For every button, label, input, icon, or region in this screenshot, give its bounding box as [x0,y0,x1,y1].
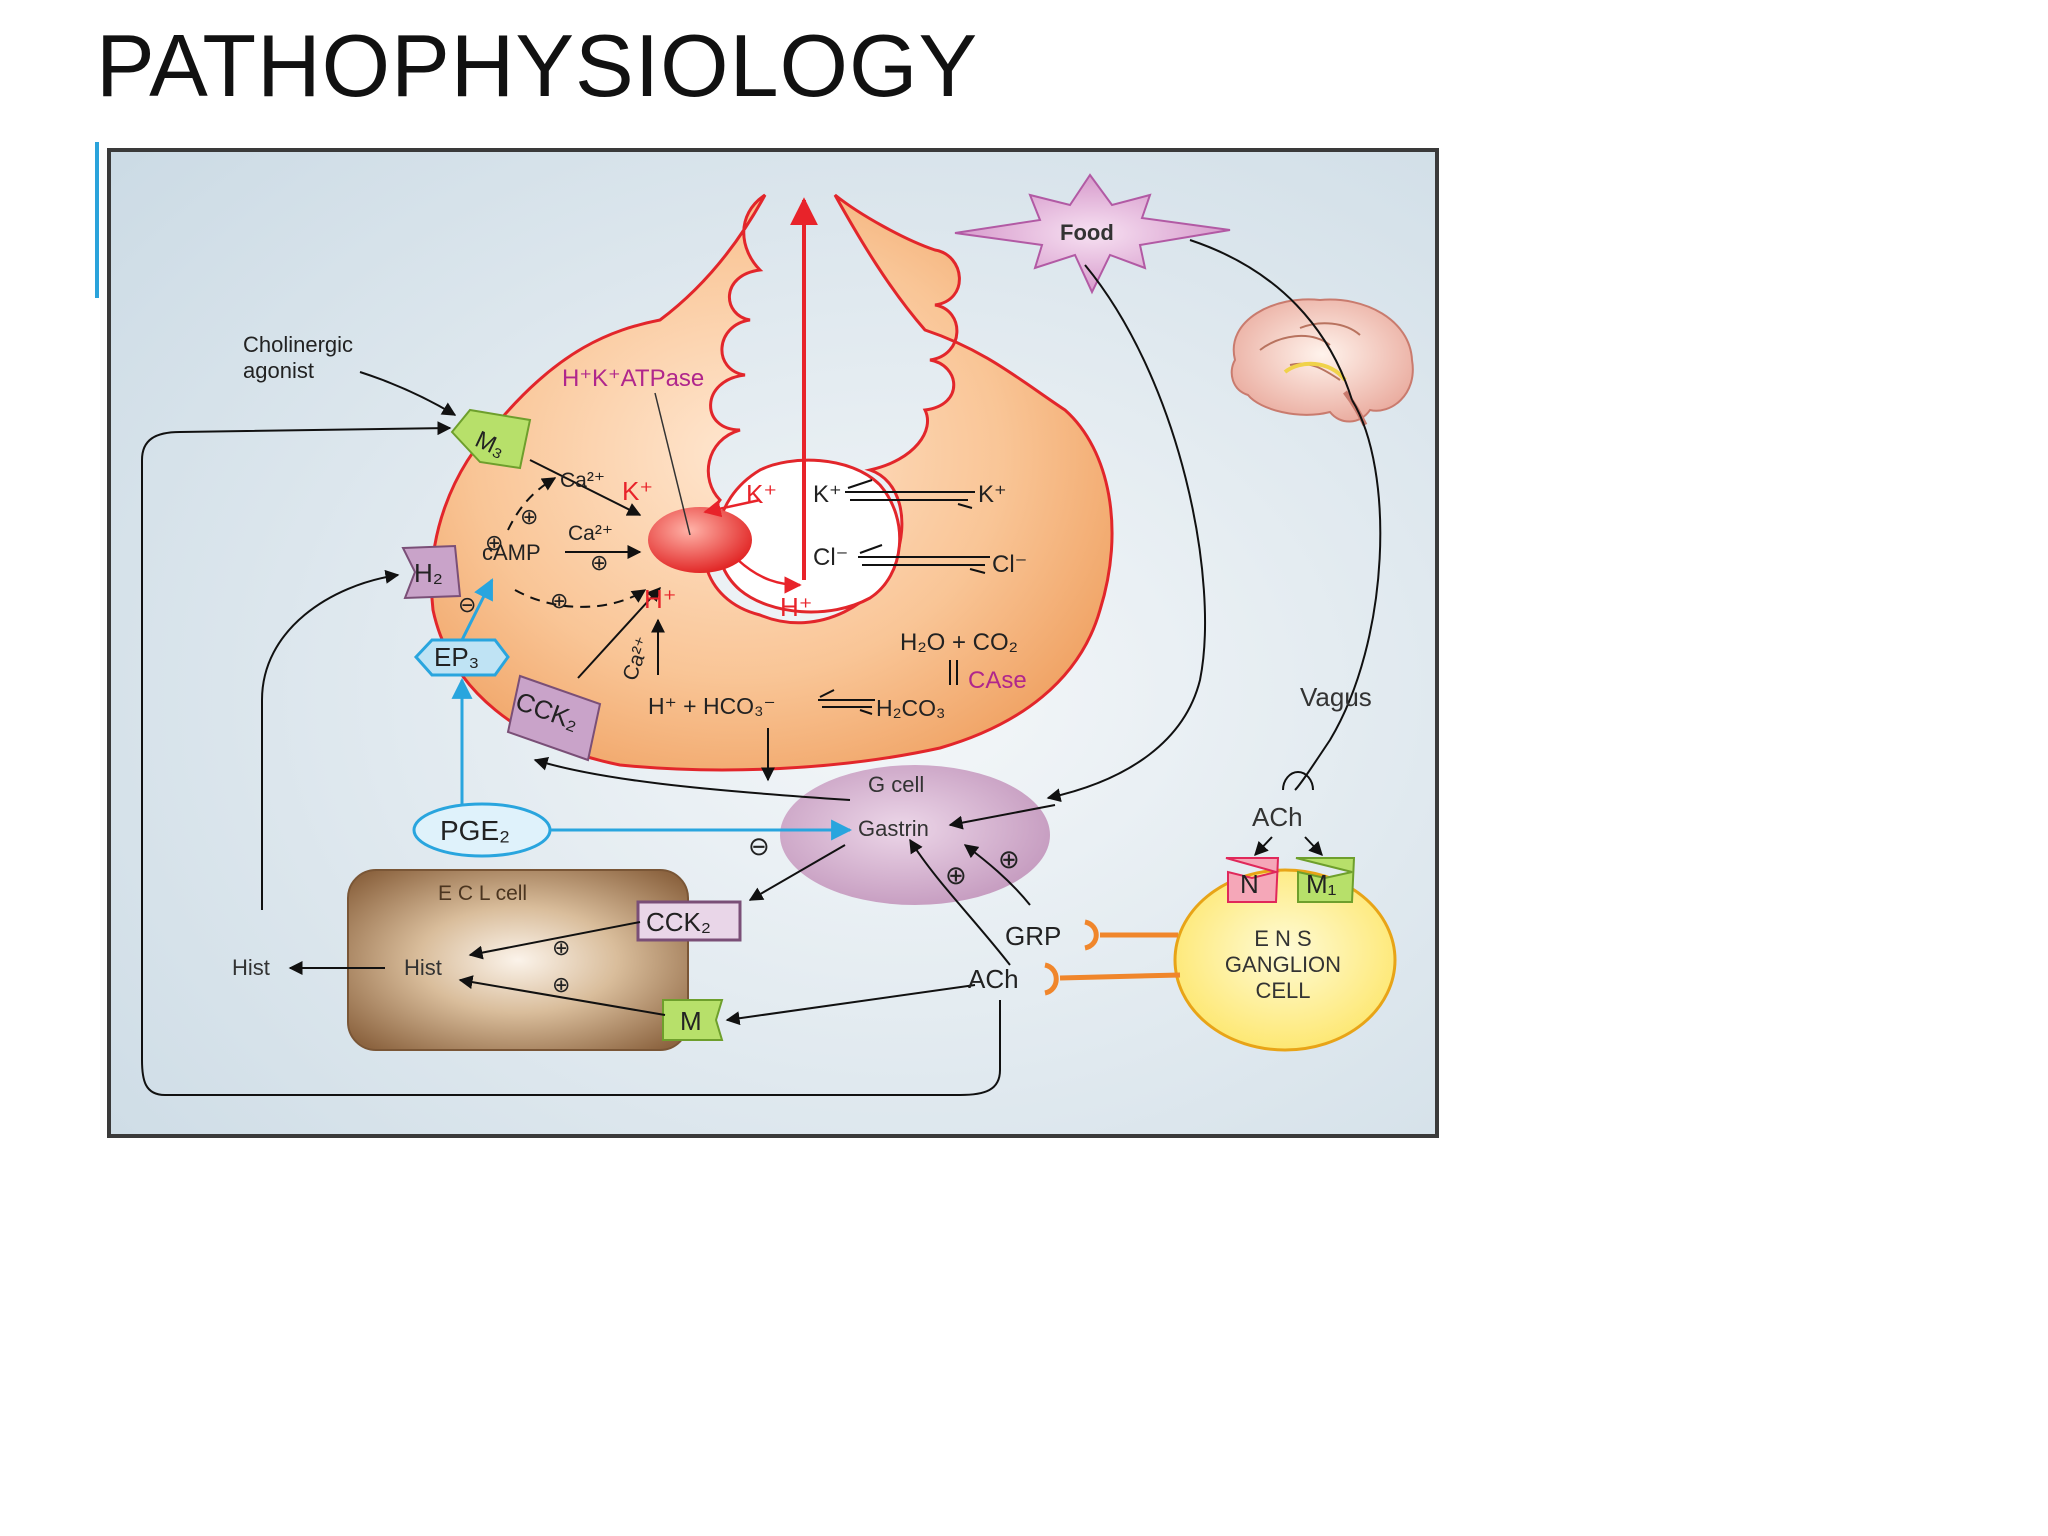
ach-vagus-label: ACh [1252,802,1303,832]
minus-sign: ⊖ [458,592,476,617]
cl-ion-left: Cl⁻ [813,544,848,571]
gastrin-label: Gastrin [858,816,929,841]
pump-label-leader [654,392,691,536]
k-ion-lumen-right: K⁺ [978,481,1007,508]
histamine-ecl-label: Hist [404,955,442,980]
plus-sign: ⊕ [485,530,503,555]
proton-pump [648,507,752,573]
m-receptor-label: M [680,1006,702,1036]
pge2-arrows [451,578,853,841]
plus-sign: ⊕ [552,935,570,960]
pathophysiology-diagram: Cholinergic agonist H⁺K⁺ATPase M₃ H₂ cAM… [107,148,1439,1138]
ep3-receptor [413,638,510,677]
cl-ion-right: Cl⁻ [992,551,1027,578]
title-accent-bar [95,142,99,298]
calcium-label-2: Ca²⁺ [568,522,613,545]
h2-receptor [401,544,462,600]
n-receptor-label: N [1240,869,1259,899]
equilibrium-arrows [818,479,990,715]
plus-sign: ⊕ [945,860,967,890]
camp-label: cAMP [482,540,541,565]
m3-receptor [450,408,532,470]
k-ion-inner: K⁺ [622,476,653,506]
plus-sign: ⊕ [590,550,608,575]
carbonic-anhydrase-label: CAse [968,667,1027,694]
cck2-parietal-receptor [506,674,602,762]
plus-sign: ⊕ [550,588,568,613]
page-title: PATHOPHYSIOLOGY [96,16,979,115]
ens-label-3: CELL [1255,978,1310,1003]
ens-synapses [1044,919,1181,996]
n-receptor [1225,857,1280,903]
grp-label: GRP [1005,921,1061,951]
water-co2-label: H₂O + CO₂ [900,629,1018,656]
g-cell-label: G cell [868,772,924,797]
cck2-ecl-label: CCK₂ [646,907,711,937]
plus-sign: ⊕ [520,504,538,529]
bicarbonate-label: H⁺ + HCO₃⁻ [648,693,776,719]
calcium-label-1: Ca²⁺ [560,469,605,492]
ach-ens-label: ACh [968,964,1019,994]
ens-ganglion-cell [1173,868,1397,1052]
h2-label: H₂ [414,558,443,588]
cholinergic-agonist-label-2: agonist [243,358,314,383]
m-receptor [662,999,724,1041]
h-ion-pump: H⁺ [644,584,677,614]
ion-exchange-arrows [703,498,802,594]
ens-label-1: E N S [1254,926,1311,951]
pump-label: H⁺K⁺ATPase [562,365,704,392]
vagus-label: Vagus [1300,682,1372,712]
pge2-label: PGE₂ [440,815,510,846]
ens-label-2: GANGLION [1225,952,1341,977]
carbonic-acid-label: H₂CO₃ [876,695,945,721]
vagus-terminal [1282,770,1314,791]
k-ion-pump: K⁺ [746,479,777,509]
plus-sign: ⊕ [552,972,570,997]
cck2-ecl-receptor [636,900,742,942]
cholinergic-agonist-label-1: Cholinergic [243,332,353,357]
m1-receptor-label: M₁ [1306,869,1337,899]
h-ion-lumen: H⁺ [780,592,813,622]
pathway-arrows [141,239,1382,1096]
m1-receptor [1295,857,1356,903]
food-icon [954,173,1231,295]
histamine-released-label: Hist [232,955,270,980]
minus-sign: ⊖ [748,831,770,861]
food-label: Food [1060,220,1114,245]
ecl-cell-label: E C L cell [438,882,527,905]
plus-sign: ⊕ [998,844,1020,874]
effect-signs: ⊕ ⊕ ⊕ ⊕ ⊖ ⊖ ⊕ ⊕ ⊕ ⊕ [458,504,1020,997]
ep3-label: EP₃ [434,642,479,672]
k-ion-lumen-left: K⁺ [813,481,842,508]
